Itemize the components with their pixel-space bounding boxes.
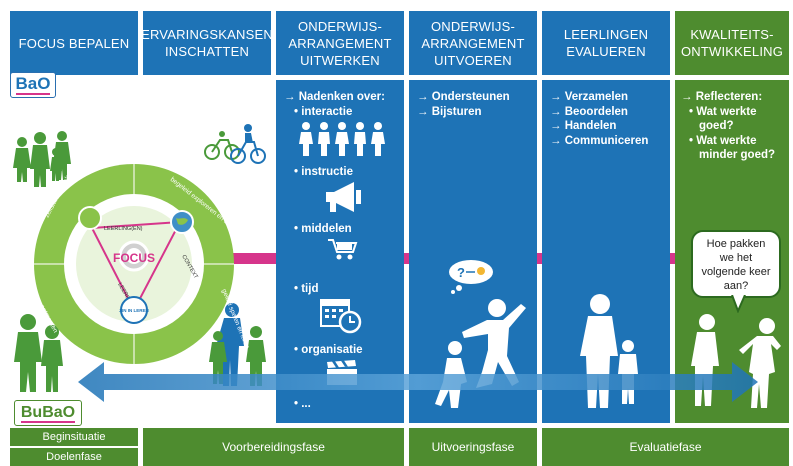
header-kwaliteitsontwikkeling: KWALITEITS- ONTWIKKELING	[675, 11, 789, 75]
item-more: • ...	[294, 398, 311, 410]
item-communiceren: → Communiceren	[550, 134, 649, 147]
speech-bubble: Hoe pakken we het volgende keer aan?	[691, 230, 781, 298]
phase-uitvoering: Uitvoeringsfase	[409, 428, 537, 466]
intro-nadenken: → Nadenken over:	[284, 91, 385, 103]
column-kwaliteit: → Reflecteren: • Wat werkte goed? • Wat …	[675, 80, 789, 423]
phase-evaluatie: Evaluatiefase	[542, 428, 789, 466]
children-playing-icon	[435, 299, 526, 408]
item-werkte-minder-goed: • Wat werkte minder goed?	[689, 134, 776, 162]
shopping-cart-icon	[328, 239, 358, 260]
column-uitwerken: → Nadenken over: • interactie • instruct…	[276, 80, 404, 423]
zin-in-leren-badge	[120, 296, 148, 324]
thought-bubble-icon: ?	[449, 260, 493, 294]
header-arrangement-uitwerken: ONDERWIJS- ARRANGEMENT UITWERKEN	[276, 11, 404, 75]
item-verzamelen: → Verzamelen	[550, 91, 628, 103]
column-uitvoeren: → Ondersteunen → Bijsturen ?	[409, 80, 537, 423]
process-arrow	[78, 362, 758, 402]
wheel-label-leerlingen: LEERLING(EN)	[104, 226, 143, 232]
svg-text:?: ?	[457, 265, 465, 280]
kid-avatar-icon	[78, 206, 102, 230]
item-ondersteunen: → Ondersteunen	[417, 91, 510, 103]
bubao-logo: BuBaO	[14, 400, 82, 426]
item-beoordelen: → Beoordelen	[550, 105, 628, 118]
calendar-clock-icon	[320, 299, 362, 334]
phase-doelenfase: Doelenfase	[10, 448, 138, 466]
header-arrangement-uitvoeren: ONDERWIJS- ARRANGEMENT UITVOEREN	[409, 11, 537, 75]
item-tijd: • tijd	[294, 283, 319, 295]
wheel-center-label: FOCUS	[113, 251, 155, 265]
phase-voorbereiding: Voorbereidingsfase	[143, 428, 404, 466]
megaphone-icon	[326, 182, 361, 212]
intro-reflecteren: → Reflecteren:	[681, 91, 763, 103]
column-evalueren: → Verzamelen → Beoordelen → Handelen → C…	[542, 80, 670, 423]
phase-beginsituatie: Beginsituatie	[10, 428, 138, 446]
badge-text: ZIN IN LEREN	[119, 308, 149, 313]
family-silhouettes	[13, 124, 266, 392]
people-group-icon	[299, 122, 385, 156]
header-ervaringskansen: ERVARINGSKANSEN INSCHATTEN	[141, 11, 273, 75]
bao-logo: BaO	[10, 72, 56, 98]
header-focus-bepalen: FOCUS BEPALEN	[10, 11, 138, 75]
item-interactie: • interactie	[294, 105, 353, 118]
bubble-tail	[731, 295, 746, 313]
header-leerlingen-evalueren: LEERLINGEN EVALUEREN	[542, 11, 670, 75]
focus-wheel: FOCUS LEERLING(EN) CONTEXT LEERINHOUD ZI…	[13, 124, 266, 392]
item-middelen: • middelen	[294, 223, 352, 235]
item-bijsturen: → Bijsturen	[417, 105, 482, 118]
item-werkte-goed: • Wat werkte goed?	[689, 105, 757, 133]
item-organisatie: • organisatie	[294, 344, 363, 356]
item-handelen: → Handelen	[550, 120, 617, 132]
speech-bubble-text: Hoe pakken we het volgende keer aan?	[701, 238, 771, 292]
item-instructie: • instructie	[294, 166, 353, 178]
